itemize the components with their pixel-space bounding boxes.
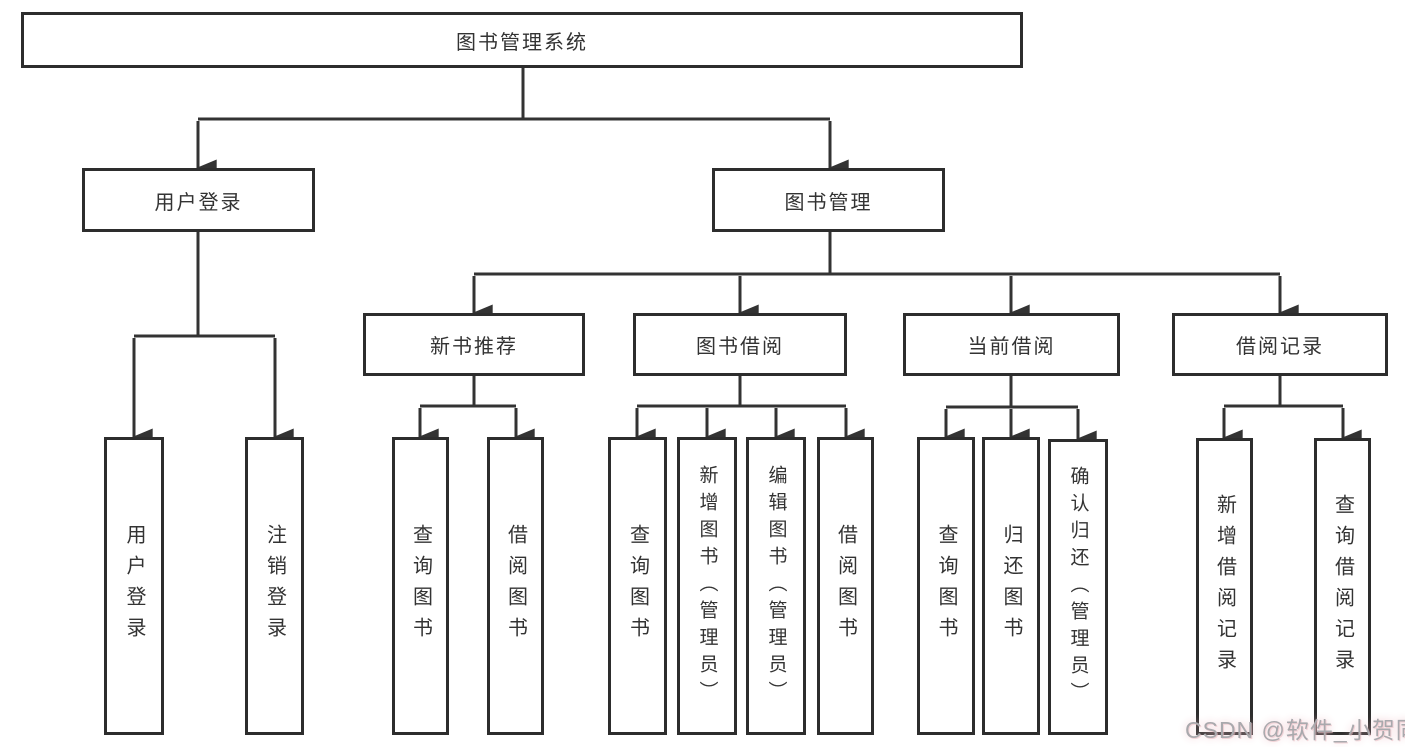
node-borrow-records-label: 借阅记录 [1236, 336, 1324, 358]
leaf-borrow-query-label: 查询图书 [626, 524, 649, 648]
leaf-logout-label: 注销登录 [263, 524, 286, 648]
node-book-borrow-label: 图书借阅 [696, 336, 784, 358]
leaf-record-add-label: 新增借阅记录 [1213, 493, 1236, 680]
connector-arrows [132, 121, 1362, 448]
node-root-system: 图书管理系统 [21, 12, 1023, 68]
node-new-book-recommend-label: 新书推荐 [430, 336, 518, 358]
connector-trunks [134, 68, 1343, 409]
leaf-record-query: 查询借阅记录 [1314, 438, 1371, 735]
leaf-borrow-edit-admin-label: 编辑图书（管理员） [765, 464, 787, 708]
leaf-newbook-query: 查询图书 [392, 437, 449, 735]
node-borrow-records: 借阅记录 [1172, 313, 1388, 376]
leaf-current-confirm-admin: 确认归还（管理员） [1048, 439, 1108, 735]
leaf-newbook-borrow-label: 借阅图书 [504, 524, 527, 648]
leaf-newbook-borrow: 借阅图书 [487, 437, 544, 735]
leaf-logout: 注销登录 [245, 437, 304, 735]
node-user-login: 用户登录 [82, 168, 315, 232]
leaf-borrow-book-label: 借阅图书 [834, 524, 857, 648]
csdn-watermark: CSDN @软件_小贺同学 [1185, 717, 1405, 743]
node-new-book-recommend: 新书推荐 [363, 313, 585, 376]
leaf-user-login-label: 用户登录 [123, 524, 145, 648]
leaf-current-query: 查询图书 [917, 437, 975, 735]
leaf-record-query-label: 查询借阅记录 [1331, 493, 1354, 680]
leaf-user-login: 用户登录 [104, 437, 164, 735]
leaf-borrow-query: 查询图书 [608, 437, 667, 735]
leaf-current-query-label: 查询图书 [935, 524, 957, 648]
leaf-newbook-query-label: 查询图书 [409, 524, 432, 648]
node-user-login-label: 用户登录 [154, 191, 243, 214]
node-book-management: 图书管理 [712, 168, 945, 232]
leaf-borrow-add-admin-label: 新增图书（管理员） [696, 464, 718, 708]
leaf-current-confirm-admin-label: 确认归还（管理员） [1067, 465, 1089, 709]
node-root-system-label: 图书管理系统 [456, 31, 588, 54]
leaf-borrow-book: 借阅图书 [817, 437, 874, 735]
leaf-borrow-edit-admin: 编辑图书（管理员） [746, 437, 806, 735]
leaf-record-add: 新增借阅记录 [1196, 438, 1253, 735]
node-book-borrow: 图书借阅 [633, 313, 847, 376]
leaf-current-return-label: 归还图书 [1000, 524, 1022, 648]
node-current-borrow: 当前借阅 [903, 313, 1120, 376]
node-current-borrow-label: 当前借阅 [967, 336, 1056, 358]
leaf-borrow-add-admin: 新增图书（管理员） [677, 437, 737, 735]
leaf-current-return: 归还图书 [982, 437, 1040, 735]
node-book-management-label: 图书管理 [784, 191, 873, 214]
